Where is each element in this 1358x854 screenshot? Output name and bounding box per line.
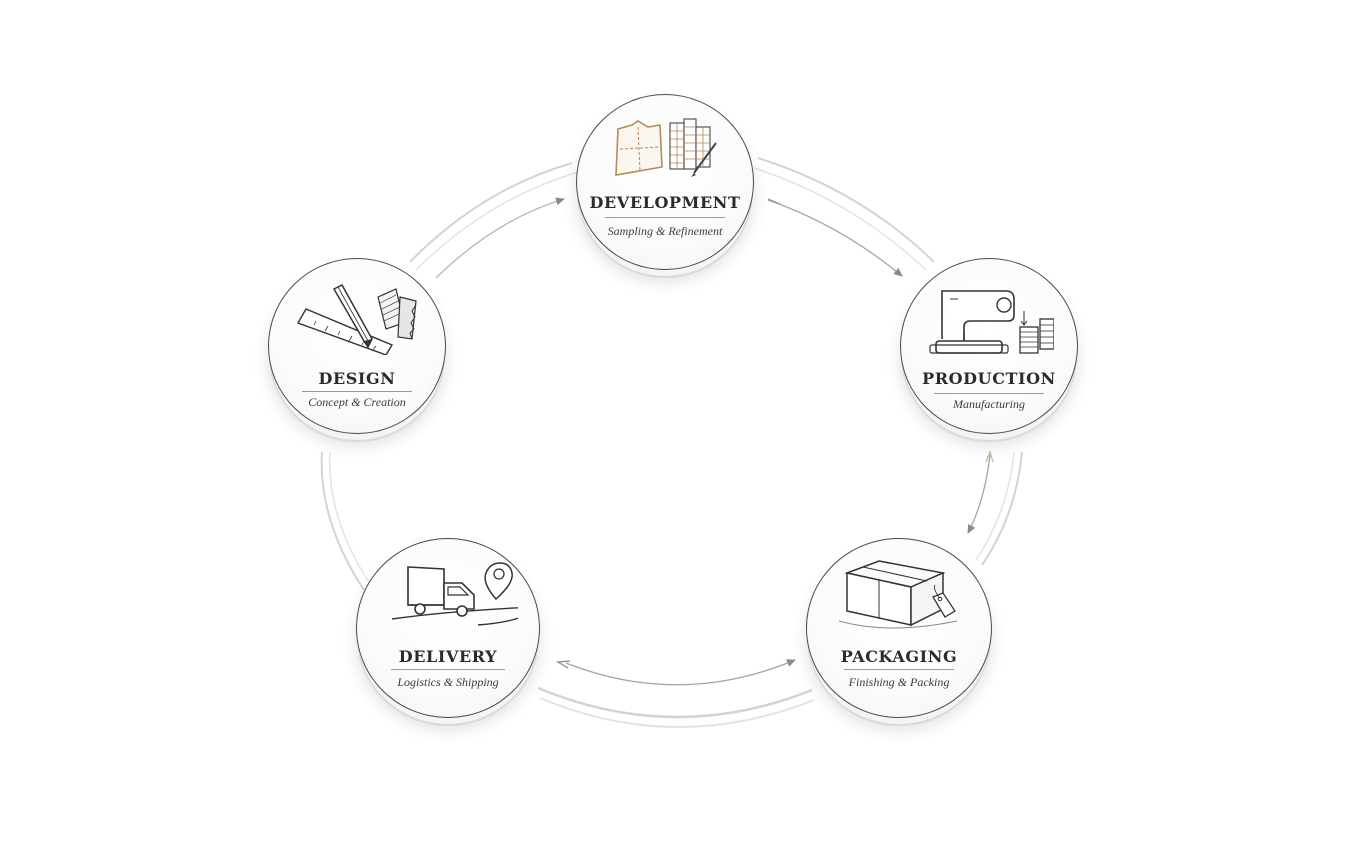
stage-title: PACKAGING [840,647,958,666]
stage-subtitle: Logistics & Shipping [397,675,499,689]
connector-packaging-delivery [537,659,815,728]
stage-subtitle: Concept & Creation [308,395,406,409]
connector-delivery-design [320,451,371,591]
delivery-truck-icon [391,562,518,626]
stage-title: DESIGN [318,369,396,388]
connector-production-packaging [967,450,1023,566]
stage-title: PRODUCTION [922,369,1056,388]
pencil-ruler-swatch-icon [296,284,417,355]
stage-production: PRODUCTION Manufacturing [900,258,1078,434]
stage-delivery: DELIVERY Logistics & Shipping [356,538,540,718]
stage-packaging: PACKAGING Finishing & Packing [806,538,992,718]
stage-divider [391,669,505,670]
pattern-and-ruler-icon [615,118,717,177]
sewing-machine-icon [929,290,1054,354]
stage-title: DELIVERY [398,647,498,666]
stage-title: DEVELOPMENT [589,193,741,212]
connector-design-development [409,162,579,279]
connector-development-production [753,157,935,277]
stage-development: DEVELOPMENT Sampling & Refinement [576,94,754,270]
stage-divider [934,393,1044,394]
stage-subtitle: Sampling & Refinement [607,224,723,238]
stage-design: DESIGN Concept & Creation [268,258,446,434]
stage-divider [844,669,954,670]
stage-divider [302,391,412,392]
stage-subtitle: Manufacturing [953,397,1025,411]
box-with-tag-icon [839,560,958,629]
stage-divider [605,217,725,218]
stage-subtitle: Finishing & Packing [848,675,950,689]
